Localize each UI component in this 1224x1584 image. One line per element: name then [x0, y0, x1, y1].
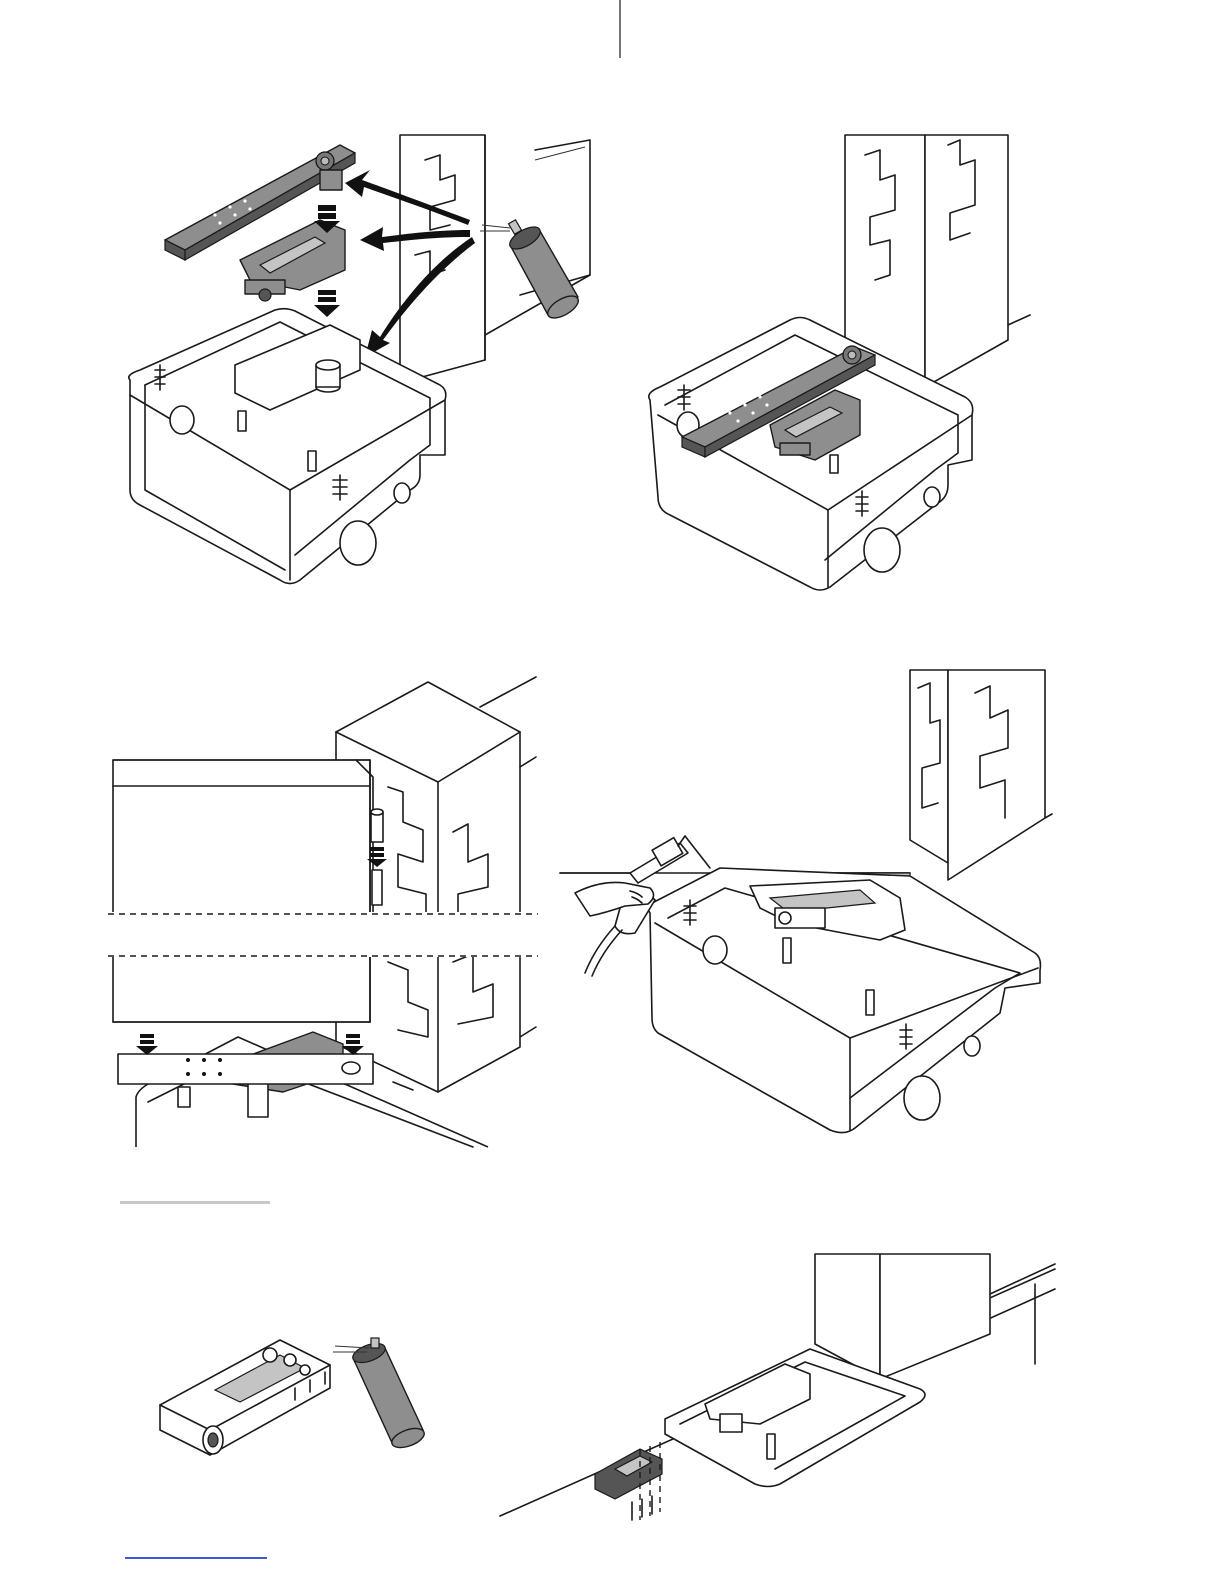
brick-pillar-icon — [815, 1254, 1055, 1379]
figure-gate-leaf — [108, 672, 548, 1152]
spray-can-icon — [333, 1338, 427, 1451]
figure-assembled-arm — [630, 125, 1050, 595]
foundation-box-icon — [129, 309, 446, 584]
brick-pillar-icon — [400, 135, 590, 383]
release-device-icon — [160, 1340, 330, 1455]
arm-plate-icon — [118, 1054, 373, 1084]
figure-lubricate-release-device — [155, 1330, 465, 1510]
figure-welding — [560, 668, 1060, 1148]
figure-lubricate-assembly — [100, 125, 620, 595]
footer-link[interactable] — [125, 1557, 267, 1559]
brick-pillar-icon — [845, 135, 1030, 387]
spray-can-icon — [480, 220, 582, 323]
brick-pillar-icon — [910, 670, 1052, 880]
gate-leaf-icon — [113, 760, 373, 1022]
release-device-icon — [595, 1442, 662, 1520]
section-divider — [120, 1201, 270, 1204]
crop-mark — [0, 0, 1224, 60]
figure-mount-release-device — [500, 1254, 1060, 1524]
